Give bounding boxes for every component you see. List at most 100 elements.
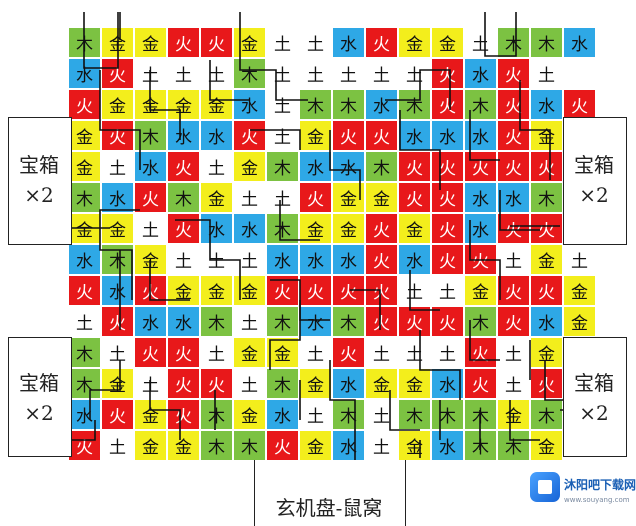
board-cell: 木 [134,120,167,151]
chest-label-bottom-right-count: ×2 [579,401,609,425]
board-cell: 水 [464,182,497,213]
board-cell: 金 [233,399,266,430]
board-cell: 木 [332,89,365,120]
site-watermark: 沐阳吧下载网 www.souyang.com [528,466,636,520]
board-cell: 火 [431,151,464,182]
board-cell: 火 [167,368,200,399]
board-cell: 土 [266,58,299,89]
board-cell: 水 [200,213,233,244]
board-cell: 火 [431,213,464,244]
board-cell: 木 [398,399,431,430]
board-cell: 水 [134,151,167,182]
board-cell: 水 [101,275,134,306]
board-cell: 金 [431,27,464,58]
board-cell: 金 [167,430,200,461]
chest-label-top-left: 宝箱 ×2 [8,150,70,210]
board-cell: 火 [497,306,530,337]
board-cell: 木 [200,306,233,337]
board-cell: 火 [464,244,497,275]
board-cell: 土 [101,151,134,182]
board-cell: 火 [134,337,167,368]
board-cell: 火 [398,306,431,337]
board-cell: 金 [233,337,266,368]
board-cell: 火 [464,368,497,399]
board-cell: 金 [167,89,200,120]
board-cell: 木 [398,89,431,120]
board-cell: 火 [497,89,530,120]
board-cell: 木 [167,182,200,213]
board-cell: 木 [464,306,497,337]
board-cell: 火 [299,182,332,213]
board-cell: 金 [563,275,596,306]
board-cell: 土 [233,244,266,275]
board-cell: 水 [431,368,464,399]
board-cell: 火 [167,151,200,182]
board-cell: 火 [332,337,365,368]
board-cell: 木 [332,399,365,430]
board-cell: 土 [233,368,266,399]
board-cell: 土 [497,244,530,275]
board-cell: 土 [398,275,431,306]
board-cell: 火 [431,58,464,89]
board-cell: 水 [167,306,200,337]
board-cell: 木 [68,337,101,368]
board-cell: 金 [365,182,398,213]
board-cell: 土 [167,58,200,89]
board-cell: 金 [497,399,530,430]
board-cell: 土 [365,399,398,430]
board-cell: 土 [68,306,101,337]
board-cell: 金 [398,213,431,244]
board-cell: 金 [134,27,167,58]
board-cell: 土 [200,151,233,182]
board-cell: 水 [563,27,596,58]
board-cell: 水 [464,213,497,244]
board-cell: 金 [233,151,266,182]
board-cell: 土 [497,337,530,368]
board-cell: 火 [365,244,398,275]
board-cell: 土 [431,275,464,306]
board-cell: 水 [68,58,101,89]
board-cell: 土 [431,337,464,368]
board-cell: 水 [200,120,233,151]
board-cell: 土 [200,58,233,89]
chest-box-bottom-right [563,337,627,457]
board-cell: 水 [530,89,563,120]
board-cell: 金 [530,120,563,151]
board-cell: 火 [497,275,530,306]
board-cell: 土 [134,368,167,399]
board-cell: 土 [101,337,134,368]
board-cell: 金 [101,213,134,244]
board-cell: 金 [101,368,134,399]
board-cell: 土 [266,120,299,151]
watermark-title: 沐阳吧下载网 [564,478,636,492]
board-cell: 金 [233,275,266,306]
board-cell: 金 [134,89,167,120]
board-cell: 火 [332,275,365,306]
board-cell: 火 [365,306,398,337]
board-cell: 金 [299,368,332,399]
board-cell: 火 [167,337,200,368]
board-cell: 火 [563,89,596,120]
board-cell: 火 [398,151,431,182]
chest-box-top-right [563,117,627,245]
board-cell: 水 [233,213,266,244]
board-cell: 水 [332,151,365,182]
board-cell: 土 [233,306,266,337]
board-cell: 土 [464,27,497,58]
board-cell: 土 [497,368,530,399]
board-cell: 土 [266,89,299,120]
board-cell: 木 [68,182,101,213]
board-cell: 水 [530,306,563,337]
board-cell: 水 [365,89,398,120]
board-cell: 火 [101,120,134,151]
board-cell: 水 [464,58,497,89]
board-cell: 金 [101,89,134,120]
board-caption: 玄机盘-鼠窝 [275,496,383,520]
board-cell: 火 [530,275,563,306]
chest-label-top-right: 宝箱 ×2 [563,150,625,210]
board-cell: 水 [134,306,167,337]
board-cell: 金 [299,120,332,151]
board-cell: 金 [398,430,431,461]
chest-label-bottom-left-count: ×2 [24,401,54,425]
board-cell: 土 [101,430,134,461]
